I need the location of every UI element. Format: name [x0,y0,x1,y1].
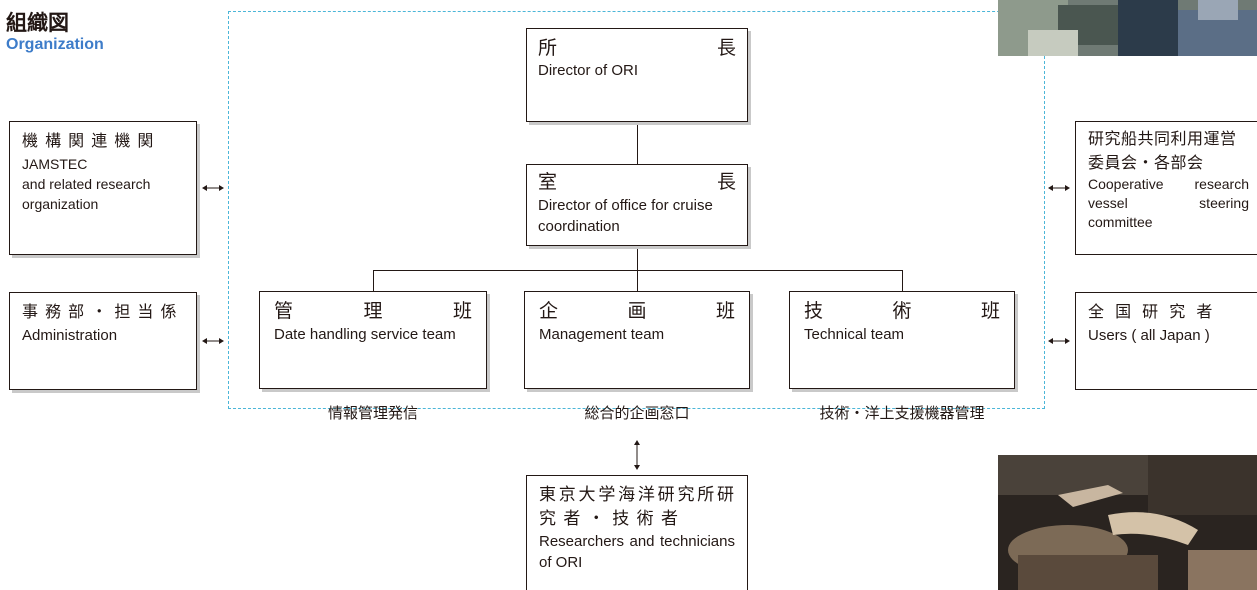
connector-team-right [902,270,903,291]
technician-at-work-photo [998,455,1257,590]
team-en: Technical team [804,326,905,343]
users-box: 全 国 研 究 者 Users ( all Japan ) [1075,292,1257,390]
connector-teams-horizontal [373,270,903,271]
ori-boundary [228,11,1045,409]
double-arrow-icon [1048,185,1070,191]
connector-team-left [373,270,374,291]
team-caption: 情報管理発信 [327,404,418,422]
team-jp: 管 理 班 [274,300,472,322]
users-en: Users ( all Japan ) [1088,327,1210,344]
researchers-box: 東京大学海洋研究所研 究 者 ・ 技 術 者 Researchers and t… [526,475,748,590]
team-box-management: 企 画 班 Management team [524,291,750,389]
office-box: 室 長 Director of office for cruise coordi… [526,164,748,246]
connector-director-office [637,122,638,164]
jamstec-box: 機 構 関 連 機 関 JAMSTEC and related research… [9,121,197,255]
steering-committee-jp: 研究船共同利用運営委員会・各部会 [1088,129,1237,172]
administration-box: 事 務 部 ・ 担 当 係 Administration [9,292,197,390]
team-box-data-handling: 管 理 班 Date handling service team [259,291,487,389]
director-jp: 所 長 [538,37,736,59]
connector-office-teams [637,246,638,291]
jamstec-en: JAMSTEC and related research organizatio… [22,156,151,212]
team-jp: 技 術 班 [804,300,1000,322]
steering-committee-box: 研究船共同利用運営委員会・各部会 Cooperative research ve… [1075,121,1257,255]
team-jp: 企 画 班 [539,300,735,322]
team-caption: 技術・洋上支援機器管理 [819,404,985,422]
users-jp: 全 国 研 究 者 [1088,302,1216,321]
researchers-en: Researchers and technicians of ORI [539,533,735,571]
director-box: 所 長 Director of ORI [526,28,748,122]
administration-jp: 事 務 部 ・ 担 当 係 [22,302,178,321]
double-arrow-icon [202,185,224,191]
team-en: Management team [539,326,665,343]
researchers-jp: 東京大学海洋研究所研 究 者 ・ 技 術 者 [539,485,735,529]
team-box-technical: 技 術 班 Technical team [789,291,1015,389]
office-en: Director of office for cruise coordinati… [538,197,713,235]
steering-committee-en: Cooperative research vessel steering com… [1088,176,1249,230]
director-en: Director of ORI [538,62,639,79]
team-caption: 総合的企画窓口 [584,404,690,422]
administration-en: Administration [22,327,118,344]
double-arrow-icon [1048,338,1070,344]
office-jp: 室 長 [538,171,736,193]
page-title: 組織図 [6,11,69,35]
page-subtitle: Organization [6,36,104,53]
team-en: Date handling service team [274,326,456,343]
double-arrow-icon [202,338,224,344]
vertical-double-arrow-icon [634,440,640,470]
ship-equipment-photo [998,0,1257,56]
jamstec-jp: 機 構 関 連 機 関 [22,131,155,150]
